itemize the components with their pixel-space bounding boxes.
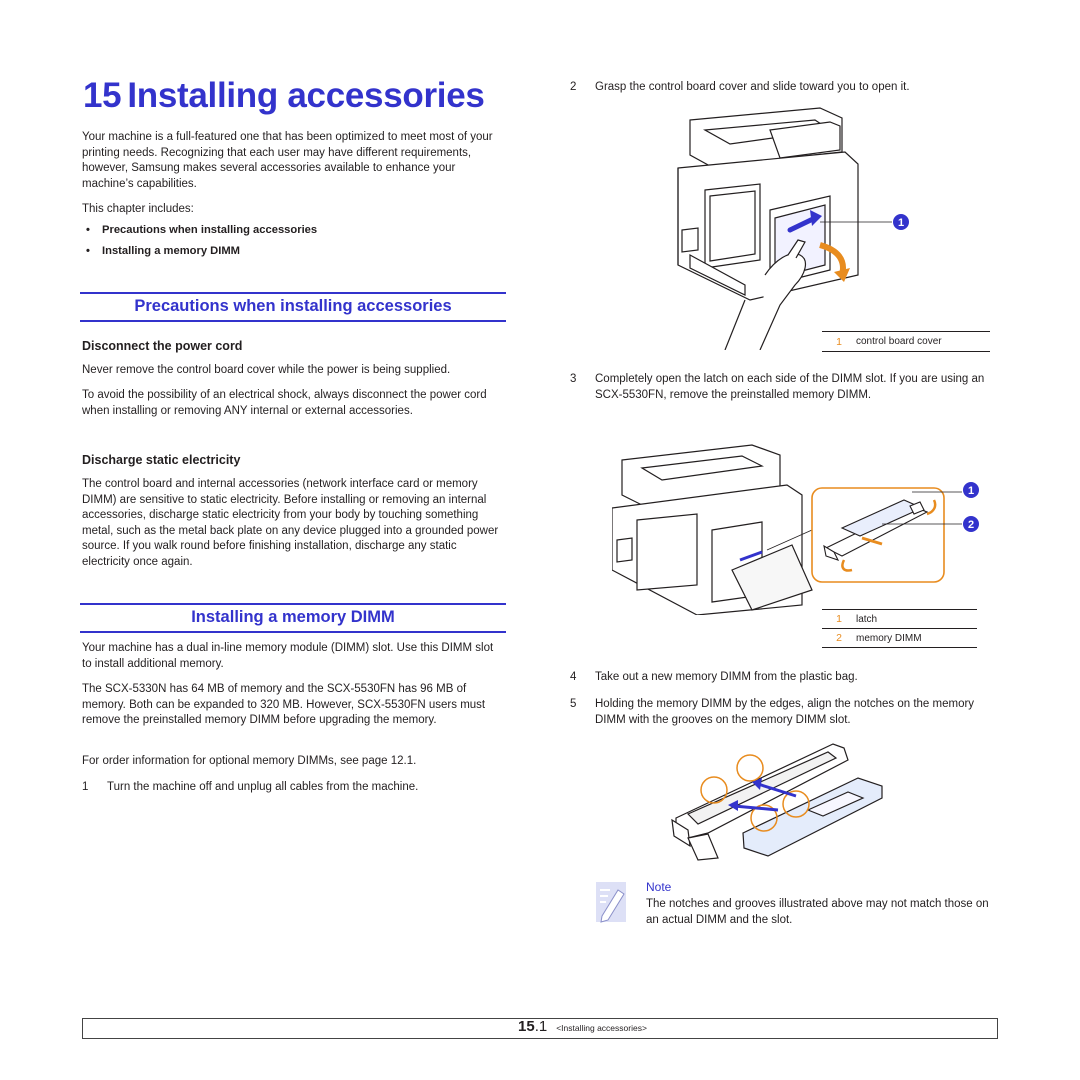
chapter-contents-link[interactable]: Installing a memory DIMM bbox=[102, 245, 241, 257]
chapter-contents-link[interactable]: Precautions when installing accessories bbox=[102, 224, 318, 236]
control-board-cover-illustration: 1 bbox=[677, 107, 909, 350]
section-heading-precautions: Precautions when installing accessories bbox=[80, 292, 506, 322]
step-text: Grasp the control board cover and slide … bbox=[595, 81, 910, 93]
dimm-slot-illustration: 1 2 bbox=[612, 444, 979, 615]
footer-chapter-label: <Installing accessories> bbox=[556, 1023, 647, 1033]
intro-paragraph: Your machine is a full-featured one that… bbox=[82, 131, 493, 190]
legend-label: memory DIMM bbox=[856, 632, 922, 644]
static-paragraph: The control board and internal accessori… bbox=[82, 478, 499, 568]
dimm-paragraph-3: For order information for optional memor… bbox=[82, 755, 417, 767]
legend-number: 1 bbox=[836, 613, 842, 625]
figure1-callout-1: 1 bbox=[898, 217, 904, 229]
figure2-callout-2: 2 bbox=[968, 519, 974, 531]
step-3: 3 Completely open the latch on each side … bbox=[570, 372, 995, 403]
section-heading-dimm: Installing a memory DIMM bbox=[80, 603, 506, 633]
step-number: 5 bbox=[570, 698, 577, 710]
legend-label: latch bbox=[856, 613, 878, 625]
dimm-paragraph-1: Your machine has a dual in-line memory m… bbox=[82, 642, 494, 670]
footer-page-label: 15.1 <Installing accessories> bbox=[518, 1018, 647, 1035]
subheading-static: Discharge static electricity bbox=[82, 453, 241, 467]
figure2-legend: 1 latch 2 memory DIMM bbox=[822, 609, 977, 648]
dimm-alignment-illustration bbox=[671, 743, 883, 861]
step-text: Turn the machine off and unplug all cabl… bbox=[107, 781, 419, 793]
power-cord-paragraph-2: To avoid the possibility of an electrica… bbox=[82, 389, 487, 417]
footer-page-number: 15.1 bbox=[518, 1018, 548, 1035]
chapter-number: 15 bbox=[83, 76, 122, 115]
legend-number: 1 bbox=[836, 335, 842, 348]
legend-label: control board cover bbox=[856, 336, 942, 347]
legend-row: 1 control board cover bbox=[822, 332, 990, 352]
step-5: 5 Holding the memory DIMM by the edges, a… bbox=[570, 697, 995, 728]
step-2: 2 Grasp the control board cover and slide… bbox=[570, 80, 1000, 96]
step-1: 1 Turn the machine off and unplug all cab… bbox=[82, 780, 512, 796]
step-number: 3 bbox=[570, 373, 577, 385]
dimm-paragraph-2: The SCX-5330N has 64 MB of memory and th… bbox=[82, 683, 486, 727]
legend-row: 2 memory DIMM bbox=[822, 629, 977, 648]
note-label: Note bbox=[646, 880, 672, 894]
chapter-contents-item[interactable]: •Installing a memory DIMM bbox=[86, 245, 317, 266]
chapter-contents-item[interactable]: •Precautions when installing accessories bbox=[86, 224, 317, 245]
step-text: Take out a new memory DIMM from the plas… bbox=[595, 671, 858, 683]
step-text: Holding the memory DIMM by the edges, al… bbox=[595, 698, 975, 726]
legend-row: 1 latch bbox=[822, 610, 977, 629]
note-pencil-icon bbox=[596, 882, 626, 923]
figure2-callout-1: 1 bbox=[968, 485, 974, 497]
chapter-includes-label: This chapter includes: bbox=[82, 203, 194, 215]
chapter-title-text: Installing accessories bbox=[127, 76, 485, 115]
note-text: The notches and grooves illustrated abov… bbox=[646, 898, 989, 926]
step-number: 2 bbox=[570, 81, 577, 93]
step-4: 4 Take out a new memory DIMM from the pla… bbox=[570, 670, 995, 686]
step-number: 4 bbox=[570, 671, 577, 683]
power-cord-paragraph-1: Never remove the control board cover whi… bbox=[82, 364, 451, 376]
page-footer bbox=[82, 1018, 998, 1039]
figure1-legend: 1 control board cover bbox=[822, 331, 990, 352]
step-text: Completely open the latch on each side o… bbox=[595, 373, 985, 401]
chapter-contents-list: •Precautions when installing accessories… bbox=[86, 224, 317, 266]
step-number: 1 bbox=[82, 781, 89, 793]
subheading-power-cord: Disconnect the power cord bbox=[82, 339, 243, 353]
legend-number: 2 bbox=[836, 632, 842, 644]
